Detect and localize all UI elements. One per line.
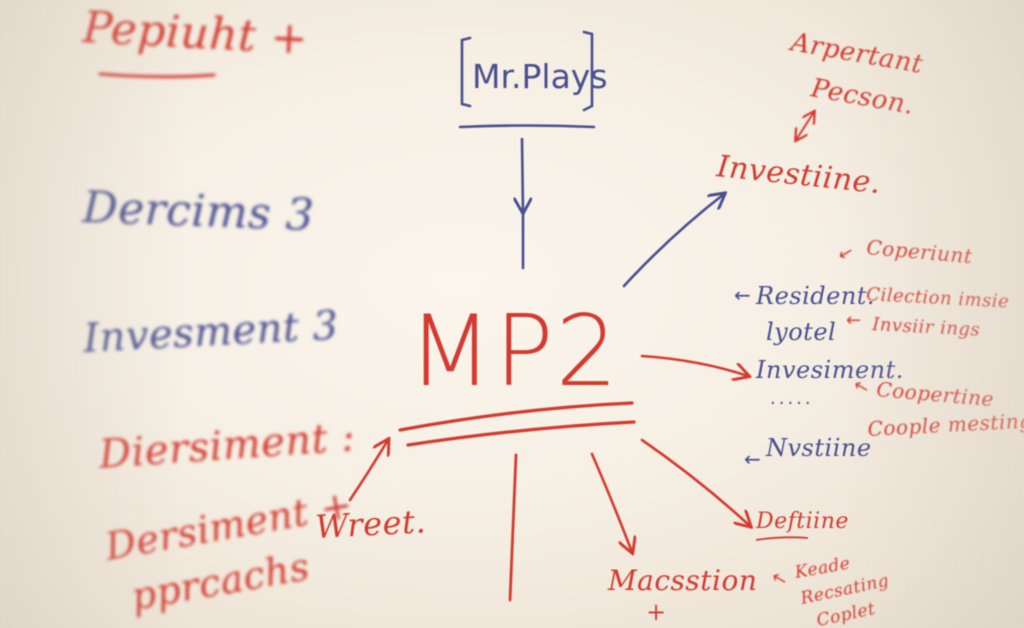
bottom-branch-label-a: Macsstion: [607, 564, 757, 597]
copperiunt-arrow-icon: ←: [834, 241, 858, 267]
top-box-bracket-left: [460, 36, 472, 108]
bottom-branch-label-group: Macsstion +: [607, 564, 757, 626]
resident-dots: .....: [770, 388, 814, 409]
resident-a: Resident.: [755, 282, 875, 310]
left-line-3: Invesment 3: [81, 303, 340, 362]
investiine-node: Investiine.: [714, 149, 882, 201]
cilection-b: Invsiir ings: [871, 314, 981, 341]
left-line-2: Dercims 3: [81, 182, 315, 241]
branches: [348, 194, 750, 602]
right-top-double-arrow: [796, 112, 814, 140]
left-branch-label: Wreet.: [314, 502, 426, 546]
center-underline-2: [406, 420, 636, 447]
arrow-from-wreet: [348, 440, 388, 502]
nvstiine-arrow-icon: ←: [744, 447, 761, 471]
deftiine-node: Deftiine: [755, 509, 849, 541]
center-underline-1: [398, 401, 634, 432]
investiine-label: Investiine.: [714, 149, 882, 201]
resident-c: Invesiment.: [755, 356, 904, 384]
deftiine-label: Deftiine: [755, 509, 849, 534]
arrow-to-resident: [640, 354, 748, 376]
resident-arrow-icon: ←: [734, 283, 751, 307]
center-title: MP2: [408, 295, 620, 409]
top-to-center-arrow: [522, 137, 523, 212]
cooper-a: Coopertine: [876, 377, 995, 411]
line-down: [508, 453, 518, 602]
top-box-underline: [458, 124, 596, 129]
right-top-a: Arpertant: [787, 27, 926, 80]
resident-b: lyotel: [766, 318, 836, 346]
bottom-branch-label-b: +: [646, 598, 667, 626]
left-line-1: Pepiuht +: [80, 2, 309, 65]
keade-a: Keade: [792, 554, 851, 584]
cilection-a: Cilection imsie: [866, 284, 1010, 312]
left-line-4: Diersiment :: [96, 414, 356, 478]
right-top-b: Pecson.: [808, 73, 916, 121]
arrow-to-investiine: [622, 194, 724, 288]
cooper-b: Coople mestings: [867, 408, 1024, 441]
arrow-to-deftiine: [640, 438, 750, 526]
center-node: MP2: [398, 295, 636, 447]
keade-arrow-icon: ←: [768, 566, 792, 592]
left-branch-label-group: Wreet.: [314, 502, 426, 546]
arrow-to-macsstion: [590, 452, 632, 552]
nvstiine-label: Nvstiine: [765, 434, 872, 462]
cilection-arrow-icon: ←: [846, 310, 861, 331]
left-line-1-underline: [98, 72, 216, 79]
right-top-note: Arpertant Pecson.: [787, 27, 926, 140]
resident-list: ← Resident. lyotel Invesiment. ..... ← N…: [734, 282, 904, 471]
top-box-bracket-right: [582, 30, 594, 112]
top-box-label: Mr.Plays: [472, 57, 608, 96]
copperiunt-label: Coperiunt: [866, 235, 974, 268]
top-box-group: Mr.Plays: [458, 30, 608, 270]
